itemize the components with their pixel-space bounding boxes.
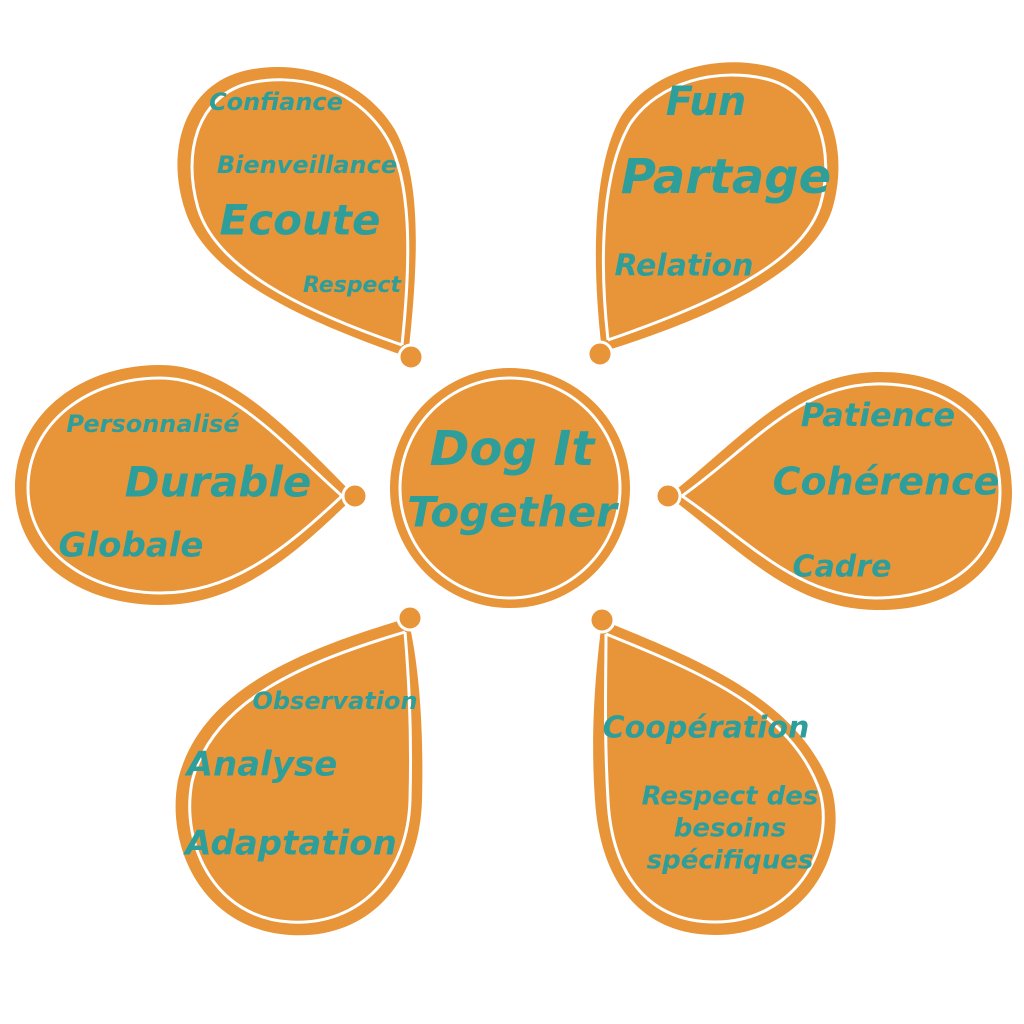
word-fun: Fun [666,79,746,125]
word-respect-des: Respect des [642,782,819,812]
word-personnalise: Personnalisé [66,410,239,438]
center-circle [390,368,630,608]
word-bienveillance: Bienveillance [217,151,397,179]
petal-bottom-left-knob [396,604,424,632]
word-respect: Respect [303,273,403,298]
word-relation: Relation [614,249,753,284]
petal-top-left-knob [397,343,425,371]
word-durable: Durable [125,458,312,507]
petal-bottom-right [588,606,836,935]
petal-top-right [586,62,839,368]
word-coherence: Cohérence [773,460,1000,504]
word-cadre: Cadre [793,550,892,585]
petal-left-knob [341,482,369,510]
word-analyse: Analyse [184,745,338,785]
petal-top-left [177,66,425,371]
word-partage: Partage [621,149,831,205]
word-observation: Observation [252,687,417,715]
petal-right [654,371,1012,611]
petal-top-right-knob [586,340,614,368]
word-cooperation: Coopération [603,711,810,746]
word-besoins: besoins [674,814,786,844]
center-title-line2: Together [407,488,619,537]
petal-left [15,365,369,605]
word-adaptation: Adaptation [182,824,397,864]
word-patience: Patience [801,396,955,434]
petal-bottom-left [175,604,424,936]
petal-bottom-right-knob [588,606,616,634]
petal-right-knob [654,482,682,510]
word-specifiques: spécifiques [647,846,814,876]
word-globale: Globale [59,526,204,566]
center-title-line1: Dog It [430,421,597,477]
word-ecoute: Ecoute [220,196,381,245]
word-confiance: Confiance [209,88,343,116]
